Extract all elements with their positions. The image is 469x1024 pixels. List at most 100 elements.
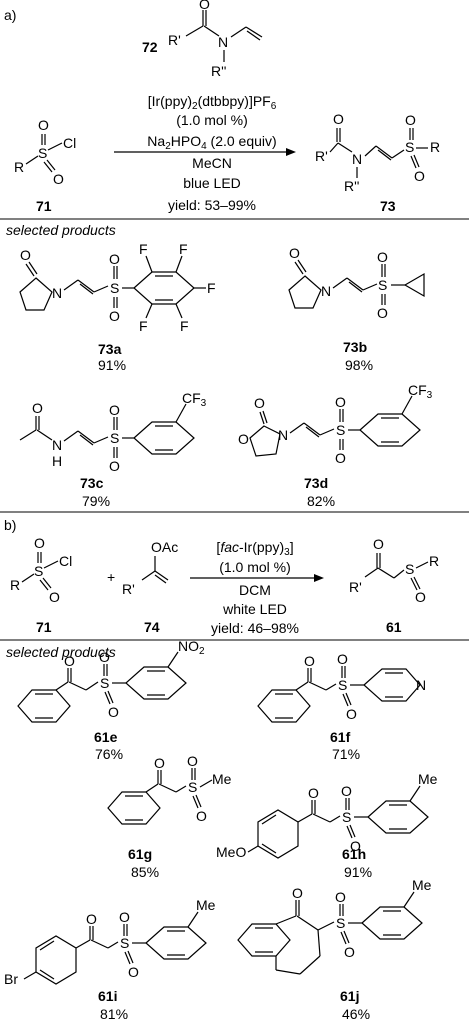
p61e-o-top: O — [99, 649, 110, 665]
product-61i-structure: Br O S O O Me 61i 81% — [4, 897, 216, 1022]
p73a-f2: F — [179, 241, 188, 257]
p73d-o-carbonyl: O — [254, 395, 265, 411]
r74-oac: OAc — [151, 539, 178, 555]
sulfonyl-o-bottom: O — [53, 171, 64, 187]
p73d-cf3: CF3 — [408, 382, 433, 401]
p73-o-top: O — [405, 112, 416, 128]
section-a-label: a) — [4, 7, 16, 23]
conditions-a: [Ir(ppy)2(dtbbpy)]PF6 (1.0 mol %) Na2HPO… — [114, 93, 296, 213]
p61e-no2: NO2 — [178, 638, 205, 657]
p61h-meo: MeO — [216, 844, 246, 860]
p61i-br: Br — [4, 971, 18, 987]
p73a-o-bottom: O — [109, 308, 120, 324]
p61f-yield: 71% — [332, 746, 360, 762]
solvent-a: MeCN — [192, 155, 232, 171]
p61f-o-top: O — [337, 651, 348, 667]
reagent-72-r2: R'' — [211, 63, 226, 79]
p61e-yield: 76% — [95, 746, 123, 762]
p73a-s: S — [110, 280, 119, 296]
yield-a: yield: 53–99% — [168, 197, 256, 213]
p61e-s: S — [100, 675, 109, 691]
p73b-o: O — [289, 245, 300, 261]
p61i-o-bottom: O — [128, 964, 139, 980]
product-61h-structure: MeO O S O O Me 61h 91% — [216, 771, 438, 880]
product-61f-structure: O S O O N 61f 71% — [257, 651, 426, 762]
p61i-o-top: O — [119, 909, 130, 925]
p73a-f5: F — [139, 318, 148, 334]
substrate-71-id-b: 71 — [36, 619, 52, 635]
p61h-o: O — [308, 785, 319, 801]
p73c-o-top: O — [109, 402, 120, 418]
p73a-yield: 91% — [98, 357, 126, 373]
substrate-71-id-a: 71 — [36, 198, 52, 214]
p73-r2: R'' — [344, 178, 359, 194]
catalyst-b-text: [fac-Ir(ppy)3] — [216, 539, 293, 558]
p73-s: S — [405, 139, 414, 155]
product-73c-structure: O N H S O O CF3 73c 79% — [19, 390, 207, 509]
selected-products-header-b: selected products — [6, 644, 116, 660]
product-61e-structure: O S O O NO2 61e 76% — [17, 638, 205, 762]
p73b-id: 73b — [343, 339, 367, 355]
p73-r1: R' — [315, 148, 328, 164]
p61h-o-bottom: O — [350, 838, 361, 854]
b71-o-top: O — [34, 535, 45, 551]
p73d-n: N — [278, 427, 288, 443]
b71-cl: Cl — [59, 553, 72, 569]
p61g-me: Me — [212, 771, 232, 787]
p73d-o-bottom: O — [335, 450, 346, 466]
p61e-o-bottom: O — [108, 704, 119, 720]
p73a-id: 73a — [98, 341, 122, 357]
catalyst-b-loading: (1.0 mol %) — [219, 559, 291, 575]
b71-s: S — [34, 563, 43, 579]
p73c-cf3: CF3 — [182, 390, 207, 409]
sulfonyl-o-top: O — [38, 117, 49, 133]
p61j-s: S — [336, 915, 345, 931]
conditions-b: [fac-Ir(ppy)3] (1.0 mol %) DCM white LED… — [190, 539, 324, 636]
p73-n: N — [352, 151, 362, 167]
section-b-label: b) — [4, 517, 16, 533]
reagent-72-structure: 72 R' O N R'' — [142, 0, 263, 79]
p73d-yield: 82% — [307, 493, 335, 509]
p61j-me: Me — [412, 877, 432, 893]
p61h-s: S — [342, 809, 351, 825]
p73c-n: N — [52, 437, 62, 453]
product-61-structure: O R' S R O 61 — [349, 536, 439, 635]
p73b-yield: 98% — [345, 357, 373, 373]
product-73-id: 73 — [380, 198, 396, 214]
p61g-id: 61g — [128, 846, 152, 862]
solvent-b: DCM — [239, 582, 271, 598]
product-73b-structure: O N S O O 73b 98% — [288, 245, 425, 373]
reagent-74-id: 74 — [144, 619, 160, 635]
catalyst-a-text: [Ir(ppy)2(dtbbpy)]PF6 — [148, 93, 277, 112]
p73b-o-bottom: O — [377, 305, 388, 321]
p73b-o-top: O — [377, 249, 388, 265]
product-61-id: 61 — [386, 619, 402, 635]
p61-r: R — [429, 553, 439, 569]
p61i-yield: 81% — [100, 1006, 128, 1022]
p73a-o-top: O — [109, 251, 120, 267]
sulfonyl-s: S — [38, 145, 47, 161]
p73a-f3: F — [207, 280, 216, 296]
light-a: blue LED — [183, 175, 241, 191]
p61g-s: S — [188, 779, 197, 795]
base-a-text: Na2HPO4 (2.0 equiv) — [147, 133, 276, 152]
p61-r1: R' — [349, 579, 362, 595]
sulfonyl-r: R — [14, 159, 24, 175]
p73d-o-ring: O — [238, 431, 249, 447]
p73a-f1: F — [139, 241, 148, 257]
p61i-s: S — [120, 935, 129, 951]
p61e-id: 61e — [94, 729, 118, 745]
p61i-o: O — [86, 911, 97, 927]
reagent-72-n: N — [218, 34, 228, 50]
plus-sign: + — [107, 569, 115, 585]
light-b: white LED — [222, 601, 287, 617]
p73a-n: N — [52, 285, 62, 301]
p73d-s: S — [336, 422, 345, 438]
selected-products-header-a: selected products — [6, 222, 116, 238]
p73b-s: S — [378, 277, 387, 293]
sulfonyl-cl: Cl — [63, 135, 76, 151]
p73c-o: O — [32, 400, 43, 416]
p73-r: R — [430, 139, 440, 155]
p73-o-bottom: O — [414, 168, 425, 184]
